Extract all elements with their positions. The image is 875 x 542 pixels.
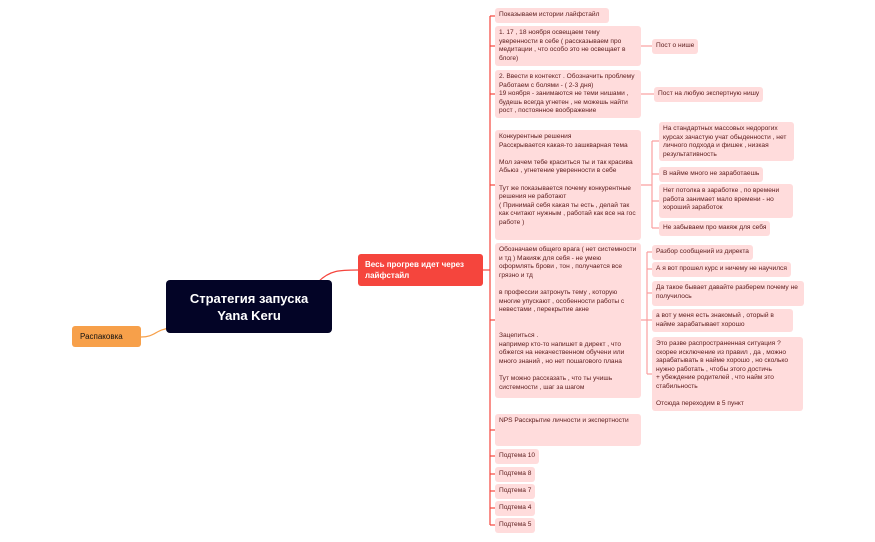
left-branch-node[interactable]: Распаковка <box>72 326 141 347</box>
subtopic-node[interactable]: Подтема 5 <box>495 518 536 533</box>
child-node[interactable]: Да такое бывает давайте разберем почему … <box>652 281 804 306</box>
child-node[interactable]: А я вот прошел курс и ничему не научился <box>652 262 791 277</box>
child-node[interactable]: Пост о нише <box>652 39 699 54</box>
child-node[interactable]: Нет потолка в заработке , по времени раб… <box>659 184 793 218</box>
subtopic-node[interactable]: Подтема 4 <box>495 501 536 516</box>
subtopic-node[interactable]: Подтема 10 <box>495 449 540 464</box>
root-node[interactable]: Стратегия запуска Yana Keru <box>166 280 332 333</box>
topic-node[interactable]: Конкурентные решения Расскрывается какая… <box>495 130 641 240</box>
child-node[interactable]: Это разве распространенная ситуация ? ск… <box>652 337 803 411</box>
subtopic-node[interactable]: Подтема 7 <box>495 484 536 499</box>
topic-node[interactable]: Обозначаем общего врага ( нет системност… <box>495 243 641 398</box>
child-node[interactable]: На стандартных массовых недорогих курсах… <box>659 122 794 161</box>
child-node[interactable]: Не забываем про макяж для себя <box>659 221 771 236</box>
topic-node[interactable]: NPS Расскрытие личности и экспертности <box>495 414 641 446</box>
topic-node[interactable]: 1. 17 , 18 ноября освещаем тему уверенно… <box>495 26 641 66</box>
subtopic-node[interactable]: Подтема 8 <box>495 467 536 482</box>
topic-node[interactable]: 2. Ввести в контекст . Обозначить пробле… <box>495 70 641 118</box>
child-node[interactable]: Разбор сообщений из директа <box>652 245 753 260</box>
child-node[interactable]: Пост на любую экспертную нишу <box>654 87 764 102</box>
child-node[interactable]: В найме много не заработаешь <box>659 167 764 182</box>
child-node[interactable]: а вот у меня есть знакомый , оторый в на… <box>652 309 793 332</box>
topic-node[interactable]: Показываем истории лайфстайл <box>495 8 609 23</box>
main-branch-node[interactable]: Весь прогрев идет через лайфстайл <box>358 254 483 286</box>
